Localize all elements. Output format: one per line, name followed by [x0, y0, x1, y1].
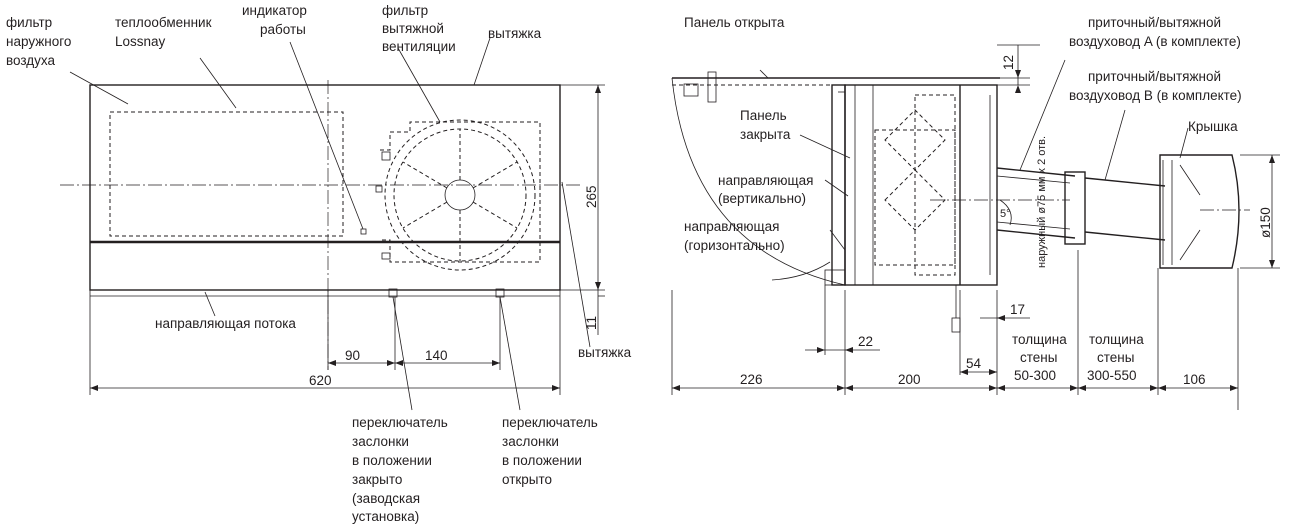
indicator-square — [360, 228, 367, 235]
dim-12: 12 — [1001, 55, 1016, 70]
dim-54: 54 — [966, 356, 982, 371]
exhaust-filter-label: фильтр вытяжной вентиляции — [382, 3, 456, 54]
dim-17: 17 — [1010, 302, 1025, 317]
dim-106: 106 — [1183, 372, 1206, 387]
guide-vertical-label: направляющая (вертикально) — [718, 173, 817, 206]
dimension-lines-right — [671, 44, 1280, 410]
dim-140: 140 — [425, 348, 448, 363]
dim-226: 226 — [740, 372, 763, 387]
outdoor-filter-label: фильтр наружного воздуха — [6, 15, 75, 68]
panel-swing-arc — [671, 77, 846, 286]
front-panel — [831, 84, 846, 286]
heat-exchanger-outline — [109, 111, 344, 237]
dim-22: 22 — [858, 334, 873, 349]
guide-horizontal-label: направляющая (горизонтально) — [684, 219, 785, 253]
dim-diameter-150: ø150 — [1258, 207, 1273, 238]
dim-200: 200 — [898, 372, 921, 387]
flow-guide-label: направляющая потока — [155, 316, 296, 331]
dim-620: 620 — [309, 373, 332, 388]
damper-open-label: переключатель заслонки в положении откры… — [502, 415, 602, 487]
dim-11: 11 — [584, 316, 599, 330]
dim-90: 90 — [345, 348, 360, 363]
unit-body-side-view — [844, 84, 998, 286]
cover-label: Крышка — [1188, 119, 1238, 134]
left-view: фильтр наружного воздуха теплообменник L… — [6, 3, 632, 524]
outside-cover — [1159, 154, 1250, 269]
leader-lines-left — [69, 37, 591, 411]
leader-lines-right — [759, 59, 1189, 251]
duct-a — [996, 167, 1076, 239]
unit-body-top-view — [89, 84, 561, 291]
exhaust-fan-housing — [375, 119, 541, 271]
heat-exchanger-label: теплообменник Lossnay — [115, 15, 215, 49]
duct-b-label: приточный/вытяжной воздуховод B (в компл… — [1069, 69, 1242, 103]
duct-b — [1084, 177, 1166, 241]
dim-265: 265 — [584, 185, 599, 208]
indicator-label: индикатор работы — [242, 3, 311, 37]
damper-closed-label: переключатель заслонки в положении закры… — [352, 415, 452, 524]
outer-diameter-label: наружный ø75 мм x 2 отв. — [1036, 136, 1048, 268]
panel-closed-label: Панель закрыта — [740, 108, 791, 142]
exhaust-right-label: вытяжка — [578, 345, 632, 360]
exhaust-top-label: вытяжка — [488, 26, 542, 41]
right-view: Панель открыта Панель закрыта направляющ… — [671, 15, 1280, 410]
duct-a-label: приточный/вытяжной воздуховод A (в компл… — [1069, 15, 1241, 49]
dimension-lines-left — [89, 84, 605, 395]
panel-open-label: Панель открыта — [684, 15, 785, 30]
wall-sleeve — [1064, 171, 1086, 245]
wall-thickness-a-label: толщина стены 50-300 — [1012, 332, 1071, 383]
angle-label: 5° — [1000, 208, 1011, 220]
wall-thickness-b-label: толщина стены 300-550 — [1087, 332, 1148, 383]
